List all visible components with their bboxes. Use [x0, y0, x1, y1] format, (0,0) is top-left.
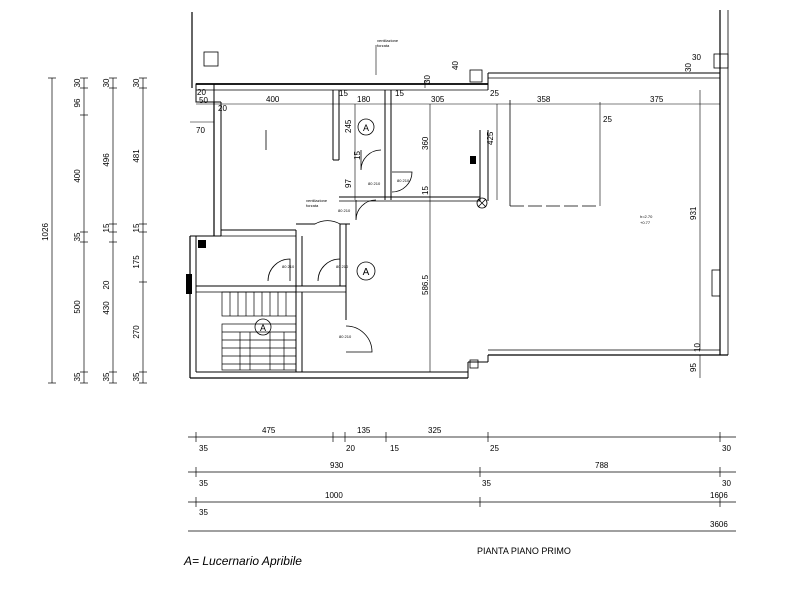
dim-left-15b: 15 — [132, 223, 141, 232]
dim-10: 10 — [693, 343, 702, 352]
dim-788: 788 — [595, 461, 609, 470]
dim-top-20a: 20 — [197, 88, 206, 97]
dim-left-400: 400 — [73, 169, 82, 183]
dim-top-400: 400 — [266, 95, 280, 104]
door-label-2: 80 210 — [397, 178, 410, 183]
dim-top-305: 305 — [431, 95, 445, 104]
skylight-marker-3: A — [260, 323, 266, 333]
left-dimension-labels: 1026 30 96 400 35 500 35 30 496 15 20 43… — [41, 78, 141, 381]
dim-35-r3: 35 — [199, 508, 208, 517]
note-ventilazione-2: ventilazione — [306, 198, 328, 203]
dim-30-r2: 30 — [722, 479, 731, 488]
pillars — [186, 156, 476, 294]
door-label-3: 80 210 — [338, 208, 351, 213]
dim-top-30c: 30 — [692, 53, 701, 62]
dim-97: 97 — [344, 179, 353, 188]
interior-dimension-labels: 70 245 15 97 360 425 15 586.5 931 95 10 — [196, 119, 702, 372]
dim-left-175: 175 — [132, 255, 141, 269]
top-dimension-labels: 20 50 20 400 15 180 15 305 25 358 375 25… — [197, 53, 701, 124]
door-label-5: 80 210 — [336, 264, 349, 269]
dim-top-25b: 25 — [603, 115, 612, 124]
legend-lucernario: A= Lucernario Apribile — [183, 554, 302, 568]
dim-20-r1: 20 — [346, 444, 355, 453]
note-level: +0.77 — [640, 220, 651, 225]
dim-top-20b: 20 — [218, 104, 227, 113]
dim-15d: 15 — [421, 186, 430, 195]
dim-930: 930 — [330, 461, 344, 470]
dim-top-375: 375 — [650, 95, 664, 104]
dim-top-358: 358 — [537, 95, 551, 104]
door-label-6: 80 210 — [339, 334, 352, 339]
dim-1026: 1026 — [41, 223, 50, 241]
bottom-dimension-labels: 475 135 325 35 20 15 25 930 788 35 35 30… — [199, 426, 731, 529]
interior-dimension-lines — [190, 45, 720, 378]
chimney-details — [203, 51, 729, 209]
dim-30-r1: 30 — [722, 444, 731, 453]
dim-left-35a: 35 — [73, 232, 82, 241]
dim-left-430: 430 — [102, 301, 111, 315]
dim-top-50: 50 — [199, 96, 208, 105]
skylight-marker-2: A — [363, 267, 370, 278]
dim-left-30b: 30 — [102, 78, 111, 87]
tiny-annotations: ventilazione forzata ventilazione forzat… — [282, 38, 653, 339]
dim-95: 95 — [689, 363, 698, 372]
dim-left-35b: 35 — [73, 372, 82, 381]
note-forzata-2: forzata — [306, 203, 319, 208]
dim-15c: 15 — [353, 151, 362, 160]
dim-70: 70 — [196, 126, 205, 135]
staircase — [221, 291, 297, 371]
dim-35-r1: 35 — [199, 444, 208, 453]
note-forzata-1: forzata — [377, 43, 390, 48]
dim-left-496: 496 — [102, 153, 111, 167]
dim-left-35d: 35 — [132, 372, 141, 381]
dim-top-40: 40 — [451, 61, 460, 70]
skylight-marker-1: A — [363, 123, 369, 133]
doors — [265, 130, 413, 353]
dim-325: 325 — [428, 426, 442, 435]
door-label-4: 80 210 — [282, 264, 295, 269]
dim-left-96: 96 — [73, 98, 82, 107]
dim-25-r1: 25 — [490, 444, 499, 453]
dim-left-30a: 30 — [73, 78, 82, 87]
dim-left-500: 500 — [73, 300, 82, 314]
dim-1606: 1606 — [710, 491, 728, 500]
dim-425: 425 — [486, 131, 495, 145]
dim-475: 475 — [262, 426, 276, 435]
plan-title: PIANTA PIANO PRIMO — [477, 546, 571, 556]
dim-top-30a: 30 — [423, 75, 432, 84]
dim-245: 245 — [344, 119, 353, 133]
dim-left-15a: 15 — [102, 223, 111, 232]
dim-3606: 3606 — [710, 520, 728, 529]
note-ventilazione-1: ventilazione — [377, 38, 399, 43]
dim-top-180: 180 — [357, 95, 371, 104]
dim-left-30c: 30 — [132, 78, 141, 87]
dim-left-35c: 35 — [102, 372, 111, 381]
dim-left-481: 481 — [132, 149, 141, 163]
dim-135: 135 — [357, 426, 371, 435]
dim-15-r1: 15 — [390, 444, 399, 453]
bottom-dimension-chains — [188, 432, 736, 532]
dim-360: 360 — [421, 136, 430, 150]
dim-top-25a: 25 — [490, 89, 499, 98]
dim-top-15b: 15 — [395, 89, 404, 98]
building-walls — [189, 10, 729, 379]
skylight-markers — [254, 118, 376, 336]
dim-left-20a: 20 — [102, 280, 111, 289]
dim-top-30b: 30 — [684, 63, 693, 72]
dim-931: 931 — [689, 206, 698, 220]
door-label-1: 80 210 — [368, 181, 381, 186]
dim-35-r2b: 35 — [482, 479, 491, 488]
note-h: h=2.70 — [640, 214, 653, 219]
dim-586-5: 586.5 — [421, 274, 430, 295]
dim-35-r2a: 35 — [199, 479, 208, 488]
dim-1000: 1000 — [325, 491, 343, 500]
dim-top-15a: 15 — [339, 89, 348, 98]
left-dimension-chains — [48, 77, 147, 384]
dim-left-270: 270 — [132, 325, 141, 339]
